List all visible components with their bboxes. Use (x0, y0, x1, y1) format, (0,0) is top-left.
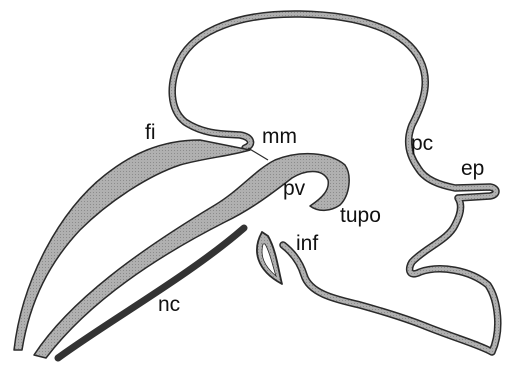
label-nc: nc (158, 294, 180, 315)
label-mm: mm (262, 126, 297, 147)
label-fi: fi (145, 122, 156, 143)
mamillary-connector (248, 148, 268, 160)
label-ep: ep (461, 158, 484, 179)
label-pc: pc (411, 133, 433, 154)
forebrain-lobe (14, 140, 250, 350)
label-pv: pv (283, 178, 305, 199)
label-tupo: tupo (340, 205, 381, 226)
label-inf: inf (296, 233, 318, 254)
